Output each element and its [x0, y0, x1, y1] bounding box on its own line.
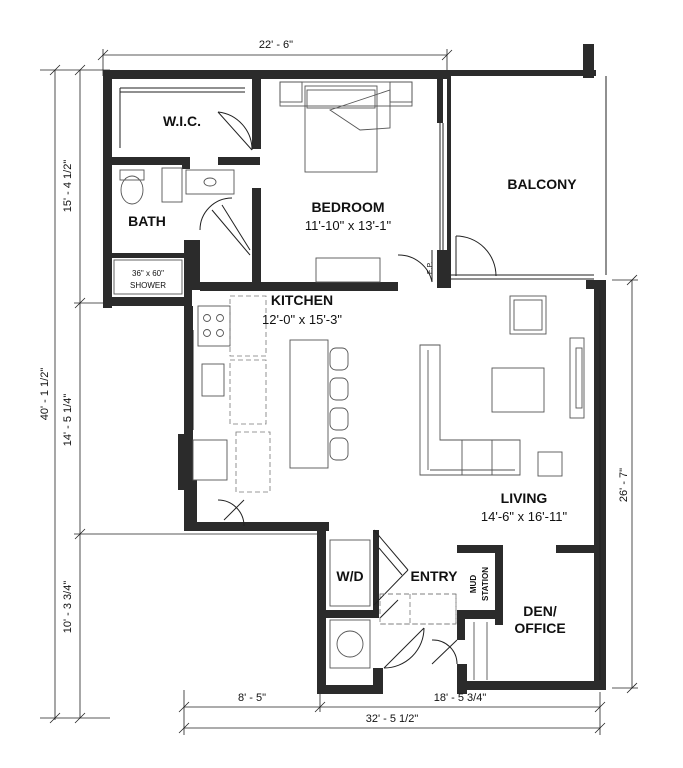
walls: [103, 44, 606, 694]
dim-left-upper: 15' - 4 1/2": [62, 160, 74, 213]
wic-label: W.I.C.: [163, 113, 201, 129]
living-size: 14'-6" x 16'-11": [481, 509, 568, 524]
shower-label: SHOWER: [130, 281, 166, 290]
station-label: STATION: [481, 567, 490, 601]
dim-left-middle: 14' - 5 1/4": [62, 394, 74, 447]
dim-left-total: 40' - 1 1/2": [39, 368, 51, 421]
wd-label: W/D: [336, 568, 363, 584]
den-label-line2: OFFICE: [514, 620, 565, 636]
dim-bottom-total: 32' - 5 1/2": [366, 713, 419, 725]
bedroom-label: BEDROOM: [311, 199, 384, 215]
kitchen-size: 12'-0" x 15'-3": [262, 312, 342, 327]
den-label-line1: DEN/: [523, 603, 557, 619]
doors: [199, 111, 497, 669]
balcony-label: BALCONY: [507, 176, 577, 192]
bedroom-furniture: [279, 81, 413, 283]
dim-top-width: 22' - 6": [259, 39, 293, 51]
dim-bottom-left: 8' - 5": [238, 692, 266, 704]
shower-size: 36" x 60": [132, 269, 164, 278]
wd-fixtures: [329, 539, 488, 680]
ep-label: E.P.: [427, 262, 434, 274]
dimension-lines: [40, 49, 638, 735]
living-furniture: [419, 295, 585, 477]
living-label: LIVING: [501, 490, 548, 506]
bath-label: BATH: [128, 213, 166, 229]
kitchen-label: KITCHEN: [271, 292, 333, 308]
dim-bottom-right: 18' - 5 3/4": [434, 692, 487, 704]
entry-label: ENTRY: [411, 568, 459, 584]
windows: [119, 76, 607, 680]
dim-left-lower: 10' - 3 3/4": [62, 581, 74, 634]
mud-label: MUD: [469, 575, 478, 593]
bath-fixtures: [113, 167, 235, 295]
dim-right-height: 26' - 7": [618, 468, 630, 502]
kitchen-fixtures: [192, 295, 349, 493]
bedroom-size: 11'-10" x 13'-1": [305, 218, 392, 233]
